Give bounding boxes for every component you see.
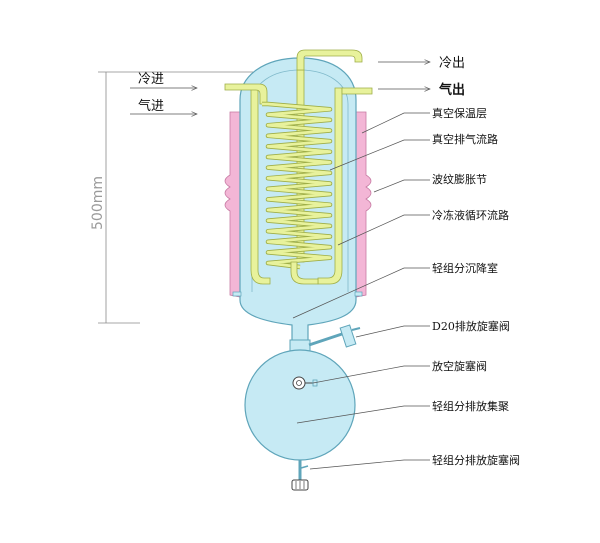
inlet-pipe xyxy=(224,83,268,105)
left-lower-stub xyxy=(232,291,242,297)
height-dimension: 500mm xyxy=(90,71,255,324)
jacket-right xyxy=(355,111,372,298)
bottom-drain-valve xyxy=(291,460,309,491)
inflow-arrows xyxy=(130,88,197,114)
label-light-settling: 轻组分沉降室 xyxy=(432,261,498,275)
leader-lines xyxy=(292,112,430,470)
label-vacuum-exhaust: 真空排气流路 xyxy=(432,132,498,146)
label-vacuum-insulation: 真空保温层 xyxy=(432,106,487,120)
coil-rows xyxy=(262,101,333,270)
label-gas-out: 气出 xyxy=(439,82,465,98)
label-light-collect: 轻组分排放集聚 xyxy=(432,399,509,413)
label-coolant-loop: 冷冻液循环流路 xyxy=(432,208,509,222)
jacket-left xyxy=(224,111,241,298)
right-lower-stub xyxy=(354,291,363,297)
outflow-arrows xyxy=(378,62,430,89)
label-cold-in: 冷进 xyxy=(138,72,164,87)
outer-coolant-loop xyxy=(250,87,271,285)
label-cold-out: 冷出 xyxy=(439,56,465,71)
label-d20-valve: D20排放旋塞阀 xyxy=(432,319,510,333)
label-gas-in: 气进 xyxy=(138,98,164,114)
height-dimension-label: 500mm xyxy=(90,176,106,230)
gas-out-stub xyxy=(341,87,373,95)
d20-valve xyxy=(308,324,361,348)
label-light-drain-valve: 轻组分排放旋塞阀 xyxy=(432,453,520,467)
coil-bottom-link xyxy=(290,261,319,285)
outlet-pipe xyxy=(296,49,363,71)
label-vent-valve: 放空旋塞阀 xyxy=(432,359,487,373)
label-bellows: 波纹膨胀节 xyxy=(432,172,487,186)
collection-sphere xyxy=(244,349,356,461)
